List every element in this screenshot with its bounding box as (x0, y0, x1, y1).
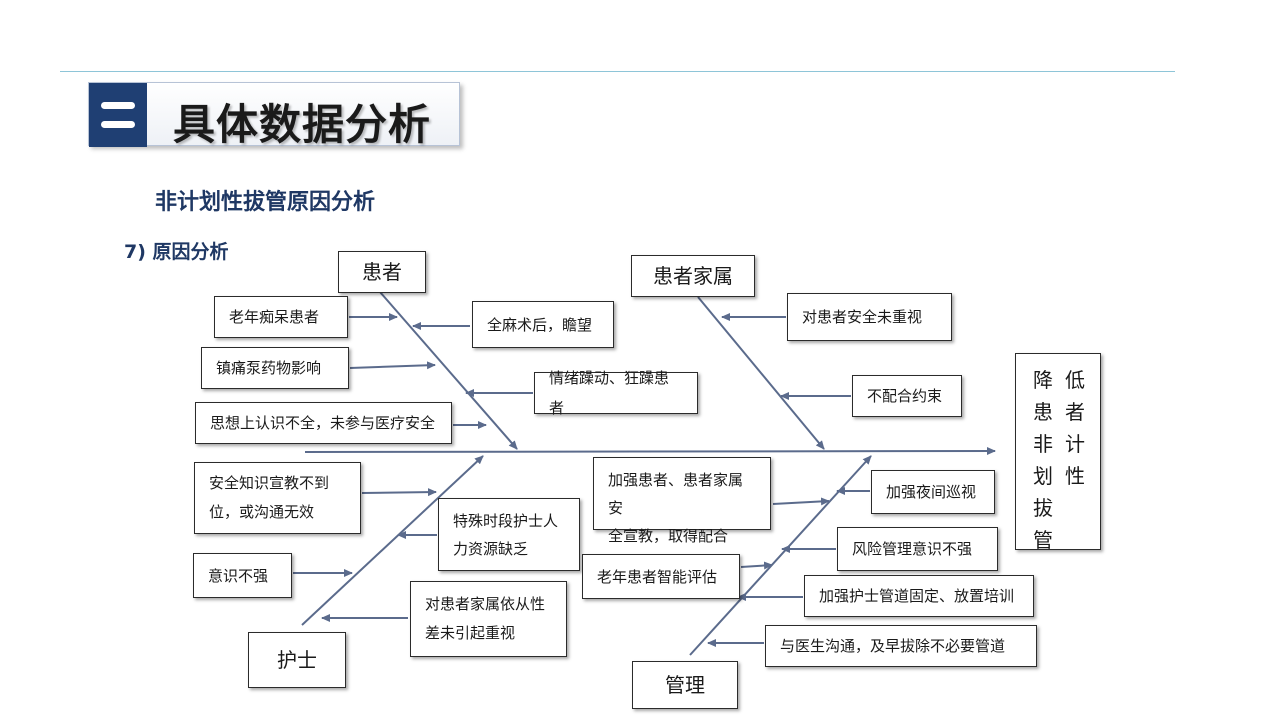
header-divider (60, 71, 1175, 72)
measure-strengthen-edu-line1: 加强患者、患者家属安 (608, 471, 744, 517)
category-management: 管理 (632, 661, 738, 709)
section-title-banner: 具体数据分析 (88, 82, 460, 149)
cause-compliance-line1: 对患者家属依从性 (425, 595, 546, 613)
cause-safety-awareness: 思想上认识不全，未参与医疗安全 (195, 402, 452, 444)
measure-strengthen-edu-line2: 全宣教，取得配合 (608, 527, 729, 545)
cause-staffing: 特殊时段护士人 力资源缺乏 (438, 498, 580, 571)
measure-doctor-communication: 与医生沟通，及早拔除不必要管道 (765, 625, 1037, 667)
cause-risk-awareness: 风险管理意识不强 (837, 527, 998, 571)
bone-patient (379, 291, 518, 450)
spine-arrow (304, 447, 996, 456)
arrow-strengthen-edu (772, 497, 830, 506)
section-label: 7) 原因分析 (124, 241, 229, 263)
cause-post-anesthesia: 全麻术后，瞻望 (472, 301, 614, 348)
arrow-analgesic (349, 361, 436, 370)
section-number-badge (89, 83, 147, 147)
cause-elderly-dementia: 老年痴呆患者 (214, 296, 348, 338)
effect-box: 降患非划拔管 低者计性 (1015, 353, 1101, 552)
cause-agitated: 情绪躁动、狂躁患者 (534, 369, 698, 417)
measure-elderly-assessment: 老年患者智能评估 (582, 554, 740, 599)
cause-education: 安全知识宣教不到 位，或沟通无效 (194, 462, 361, 534)
category-nurse: 护士 (248, 632, 346, 688)
bone-nurse (301, 455, 484, 626)
cause-staffing-line1: 特殊时段护士人 (453, 512, 559, 530)
cause-family-compliance: 对患者家属依从性 差未引起重视 (410, 581, 567, 657)
effect-text-left: 降患非划拔管 (1033, 368, 1053, 552)
cause-non-cooperation: 不配合约束 (852, 375, 962, 417)
page-title: 具体数据分析 (173, 100, 432, 149)
cause-analgesic-pump: 镇痛泵药物影响 (201, 347, 349, 389)
cause-education-line1: 安全知识宣教不到 (209, 474, 330, 492)
category-family: 患者家属 (631, 255, 755, 297)
measure-fixation-training: 加强护士管道固定、放置培训 (804, 575, 1034, 617)
cause-staffing-line2: 力资源缺乏 (453, 540, 529, 558)
arrow-elderly-assessment (740, 561, 773, 570)
effect-text-right: 低者计性 (1065, 368, 1085, 488)
category-patient: 患者 (338, 251, 426, 293)
bone-family (697, 296, 825, 450)
cause-education-line2: 位，或沟通无效 (209, 503, 315, 521)
arrow-education (361, 488, 437, 497)
cause-family-neglect: 对患者安全未重视 (787, 293, 952, 341)
diagram-subtitle: 非计划性拔管原因分析 (155, 190, 376, 215)
measure-strengthen-education: 加强患者、患者家属安 全宣教，取得配合 (593, 457, 771, 545)
cause-compliance-line2: 差未引起重视 (425, 624, 516, 642)
measure-night-rounds: 加强夜间巡视 (871, 470, 995, 514)
cause-weak-awareness: 意识不强 (193, 553, 292, 598)
